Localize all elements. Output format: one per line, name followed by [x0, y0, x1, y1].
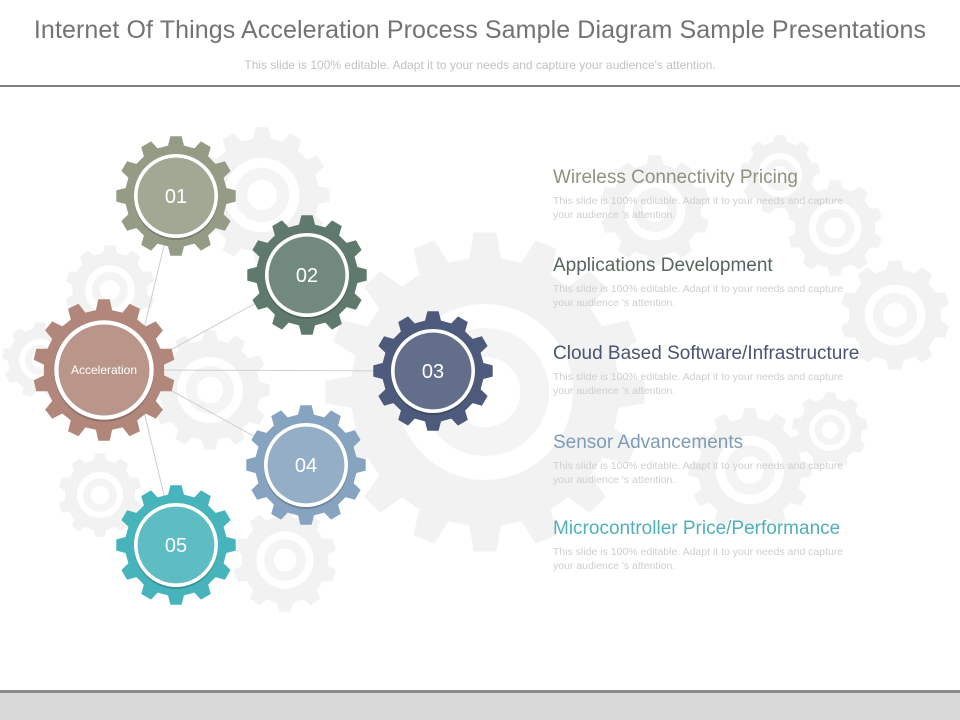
gear-03: 03: [373, 311, 493, 431]
gear-number-01: 01: [165, 186, 187, 208]
slide-subtitle: This slide is 100% editable. Adapt it to…: [244, 58, 716, 72]
background-gear: [788, 180, 882, 276]
item-2: Applications Development This slide is 1…: [553, 255, 933, 310]
footer-band: [0, 693, 960, 720]
background-gear: [58, 453, 142, 537]
gear-number-02: 02: [296, 265, 318, 287]
gear-01: 01: [116, 136, 236, 256]
gear-02: 02: [247, 215, 367, 335]
item-1-title: Wireless Connectivity Pricing: [553, 167, 798, 188]
item-2-title: Applications Development: [553, 255, 773, 276]
gear-05: 05: [116, 485, 236, 605]
hub-label: Acceleration: [71, 363, 137, 377]
header-divider: [0, 85, 960, 87]
item-2-description: This slide is 100% editable. Adapt it to…: [553, 283, 844, 309]
background-gears: [2, 127, 949, 612]
item-3-description: This slide is 100% editable. Adapt it to…: [553, 371, 844, 397]
background-gear: [150, 330, 270, 450]
item-4: Sensor Advancements This slide is 100% e…: [553, 432, 933, 487]
background-gear: [601, 155, 709, 265]
item-4-title: Sensor Advancements: [553, 432, 744, 453]
gear-04: 04: [246, 405, 366, 525]
item-5-description: This slide is 100% editable. Adapt it to…: [553, 546, 844, 572]
process-gears: Acceleration 01 02 03 04 05: [33, 136, 493, 605]
item-1: Wireless Connectivity Pricing This slide…: [553, 167, 933, 222]
background-gear: [688, 408, 812, 532]
item-4-description: This slide is 100% editable. Adapt it to…: [553, 460, 844, 486]
gear-number-03: 03: [422, 361, 444, 383]
item-3: Cloud Based Software/Infrastructure This…: [553, 343, 933, 398]
item-1-description: This slide is 100% editable. Adapt it to…: [553, 195, 844, 221]
item-5-title: Microcontroller Price/Performance: [553, 518, 841, 539]
background-gear: [792, 392, 868, 468]
background-gear: [234, 508, 336, 612]
background-gear: [325, 232, 645, 552]
background-gear: [740, 135, 820, 214]
footer-divider: [0, 690, 960, 693]
item-3-title: Cloud Based Software/Infrastructure: [553, 343, 860, 364]
gear-number-04: 04: [295, 455, 317, 477]
background-gear: [841, 260, 949, 370]
slide-title: Internet Of Things Acceleration Process …: [33, 16, 927, 44]
hub-gear: Acceleration: [33, 299, 175, 441]
gear-number-05: 05: [165, 535, 187, 557]
item-5: Microcontroller Price/Performance This s…: [553, 518, 933, 573]
